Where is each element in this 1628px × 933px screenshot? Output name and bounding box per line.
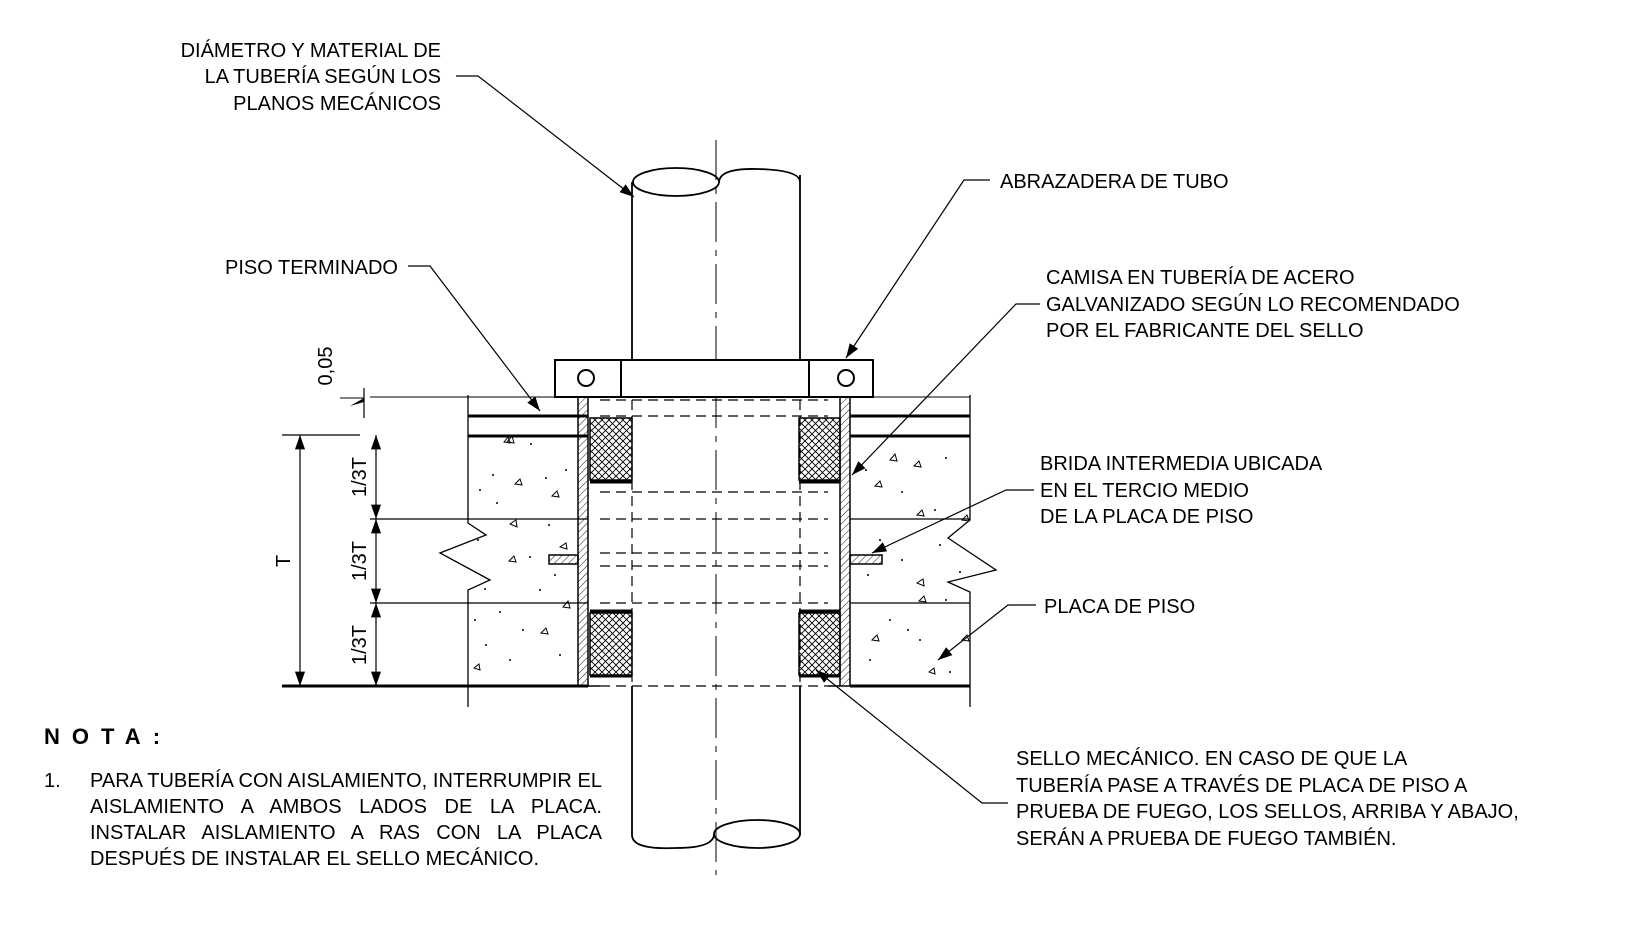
label-mechanical-seal: SELLO MECÁNICO. EN CASO DE QUE LA TUBERÍ…: [1016, 747, 1519, 850]
mechanical-seals: [589, 417, 841, 678]
dimensions: T 1/3T 1/3T 1/3T 0,05: [273, 347, 382, 686]
label-flange-line-2: EN EL TERCIO MEDIO: [1040, 480, 1249, 502]
label-sleeve-line-2: GALVANIZADO SEGÚN LO RECOMENDADO: [1046, 293, 1460, 316]
intermediate-flange: [548, 554, 883, 565]
label-pipe-spec-line-3: PLANOS MECÁNICOS: [233, 92, 441, 115]
label-floor-slab: PLACA DE PISO: [1044, 596, 1195, 618]
label-sleeve-line-1: CAMISA EN TUBERÍA DE ACERO: [1046, 266, 1355, 289]
label-seal-line-4: SERÁN A PRUEBA DE FUEGO TAMBIÉN.: [1016, 827, 1396, 850]
label-sleeve-line-3: POR EL FABRICANTE DEL SELLO: [1046, 320, 1364, 342]
label-flange-line-1: BRIDA INTERMEDIA UBICADA: [1040, 453, 1323, 475]
note-heading: NOTA:: [44, 724, 172, 749]
label-seal-line-3: PRUEBA DE FUEGO, LOS SELLOS, ARRIBA Y AB…: [1016, 801, 1519, 823]
label-sleeve: CAMISA EN TUBERÍA DE ACERO GALVANIZADO S…: [1046, 266, 1460, 342]
label-finished-floor: PISO TERMINADO: [225, 257, 398, 279]
dim-third-bottom: 1/3T: [349, 625, 371, 665]
label-pipe-spec-line-1: DIÁMETRO Y MATERIAL DE: [181, 39, 441, 62]
pipe-clamp: [554, 359, 874, 398]
floor-slab: [282, 395, 998, 707]
label-pipe-spec-line-2: LA TUBERÍA SEGÚN LOS: [205, 65, 441, 88]
dim-third-middle: 1/3T: [349, 541, 371, 581]
dim-topping: 0,05: [315, 347, 337, 386]
note-number: 1.: [44, 770, 61, 792]
label-intermediate-flange: BRIDA INTERMEDIA UBICADA EN EL TERCIO ME…: [1040, 453, 1323, 528]
leaders: [408, 75, 1040, 804]
pipe: [600, 140, 828, 875]
label-pipe-clamp: ABRAZADERA DE TUBO: [1000, 171, 1229, 193]
dim-third-top: 1/3T: [349, 457, 371, 497]
label-pipe-spec: DIÁMETRO Y MATERIAL DE LA TUBERÍA SEGÚN …: [181, 39, 441, 115]
note-text: PARA TUBERÍA CON AISLAMIENTO, INTERRUMPI…: [90, 770, 602, 870]
label-seal-line-2: TUBERÍA PASE A TRAVÉS DE PLACA DE PISO A: [1016, 774, 1468, 797]
label-seal-line-1: SELLO MECÁNICO. EN CASO DE QUE LA: [1016, 747, 1408, 770]
label-flange-line-3: DE LA PLACA DE PISO: [1040, 506, 1253, 528]
dim-thickness: T: [273, 555, 295, 567]
